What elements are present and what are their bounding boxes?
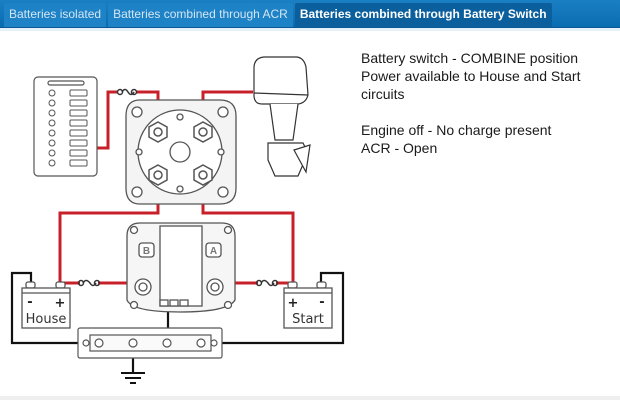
start-battery — [283, 281, 333, 329]
acr-label-a: A — [210, 246, 217, 257]
negative-bus-bar — [77, 327, 223, 359]
house-battery-pos: + — [55, 296, 66, 311]
house-battery-label: House — [26, 312, 67, 327]
footer-divider — [0, 396, 620, 400]
switch-status: Battery switch - COMBINE position — [361, 50, 579, 66]
battery-switch — [125, 99, 237, 205]
acr-unit — [126, 222, 236, 313]
tab-bar: Batteries isolated Batteries combined th… — [0, 0, 620, 28]
fuse-icon — [116, 88, 138, 96]
fuse-icon — [77, 279, 101, 287]
start-battery-pos: + — [288, 296, 299, 311]
start-negative-wire — [214, 271, 345, 345]
start-battery-label: Start — [292, 312, 324, 327]
power-status: Power available to House and Start circu… — [361, 68, 581, 102]
house-battery-neg: - — [27, 295, 32, 310]
acr-status: ACR - Open — [361, 140, 438, 156]
tab-batteries-combined-acr[interactable]: Batteries combined through ACR — [108, 3, 293, 27]
engine-status: Engine off - No charge present — [361, 122, 552, 138]
house-battery — [21, 281, 71, 329]
switch-terminals — [148, 121, 213, 186]
tab-batteries-combined-switch[interactable]: Batteries combined through Battery Switc… — [294, 3, 552, 27]
tab-batteries-isolated[interactable]: Batteries isolated — [4, 3, 107, 27]
fuse-icon — [255, 279, 279, 287]
ground-icon — [121, 372, 145, 384]
tab-underline — [0, 28, 620, 31]
status-info: Battery switch - COMBINE position Power … — [361, 49, 620, 157]
start-battery-neg: - — [319, 295, 324, 310]
wiring-diagram: B A - + House + - Start — [10, 56, 345, 384]
house-negative-wire — [10, 271, 86, 345]
distribution-panel — [33, 76, 98, 177]
acr-label-b: B — [143, 246, 150, 257]
outboard-motor-icon — [253, 56, 311, 177]
